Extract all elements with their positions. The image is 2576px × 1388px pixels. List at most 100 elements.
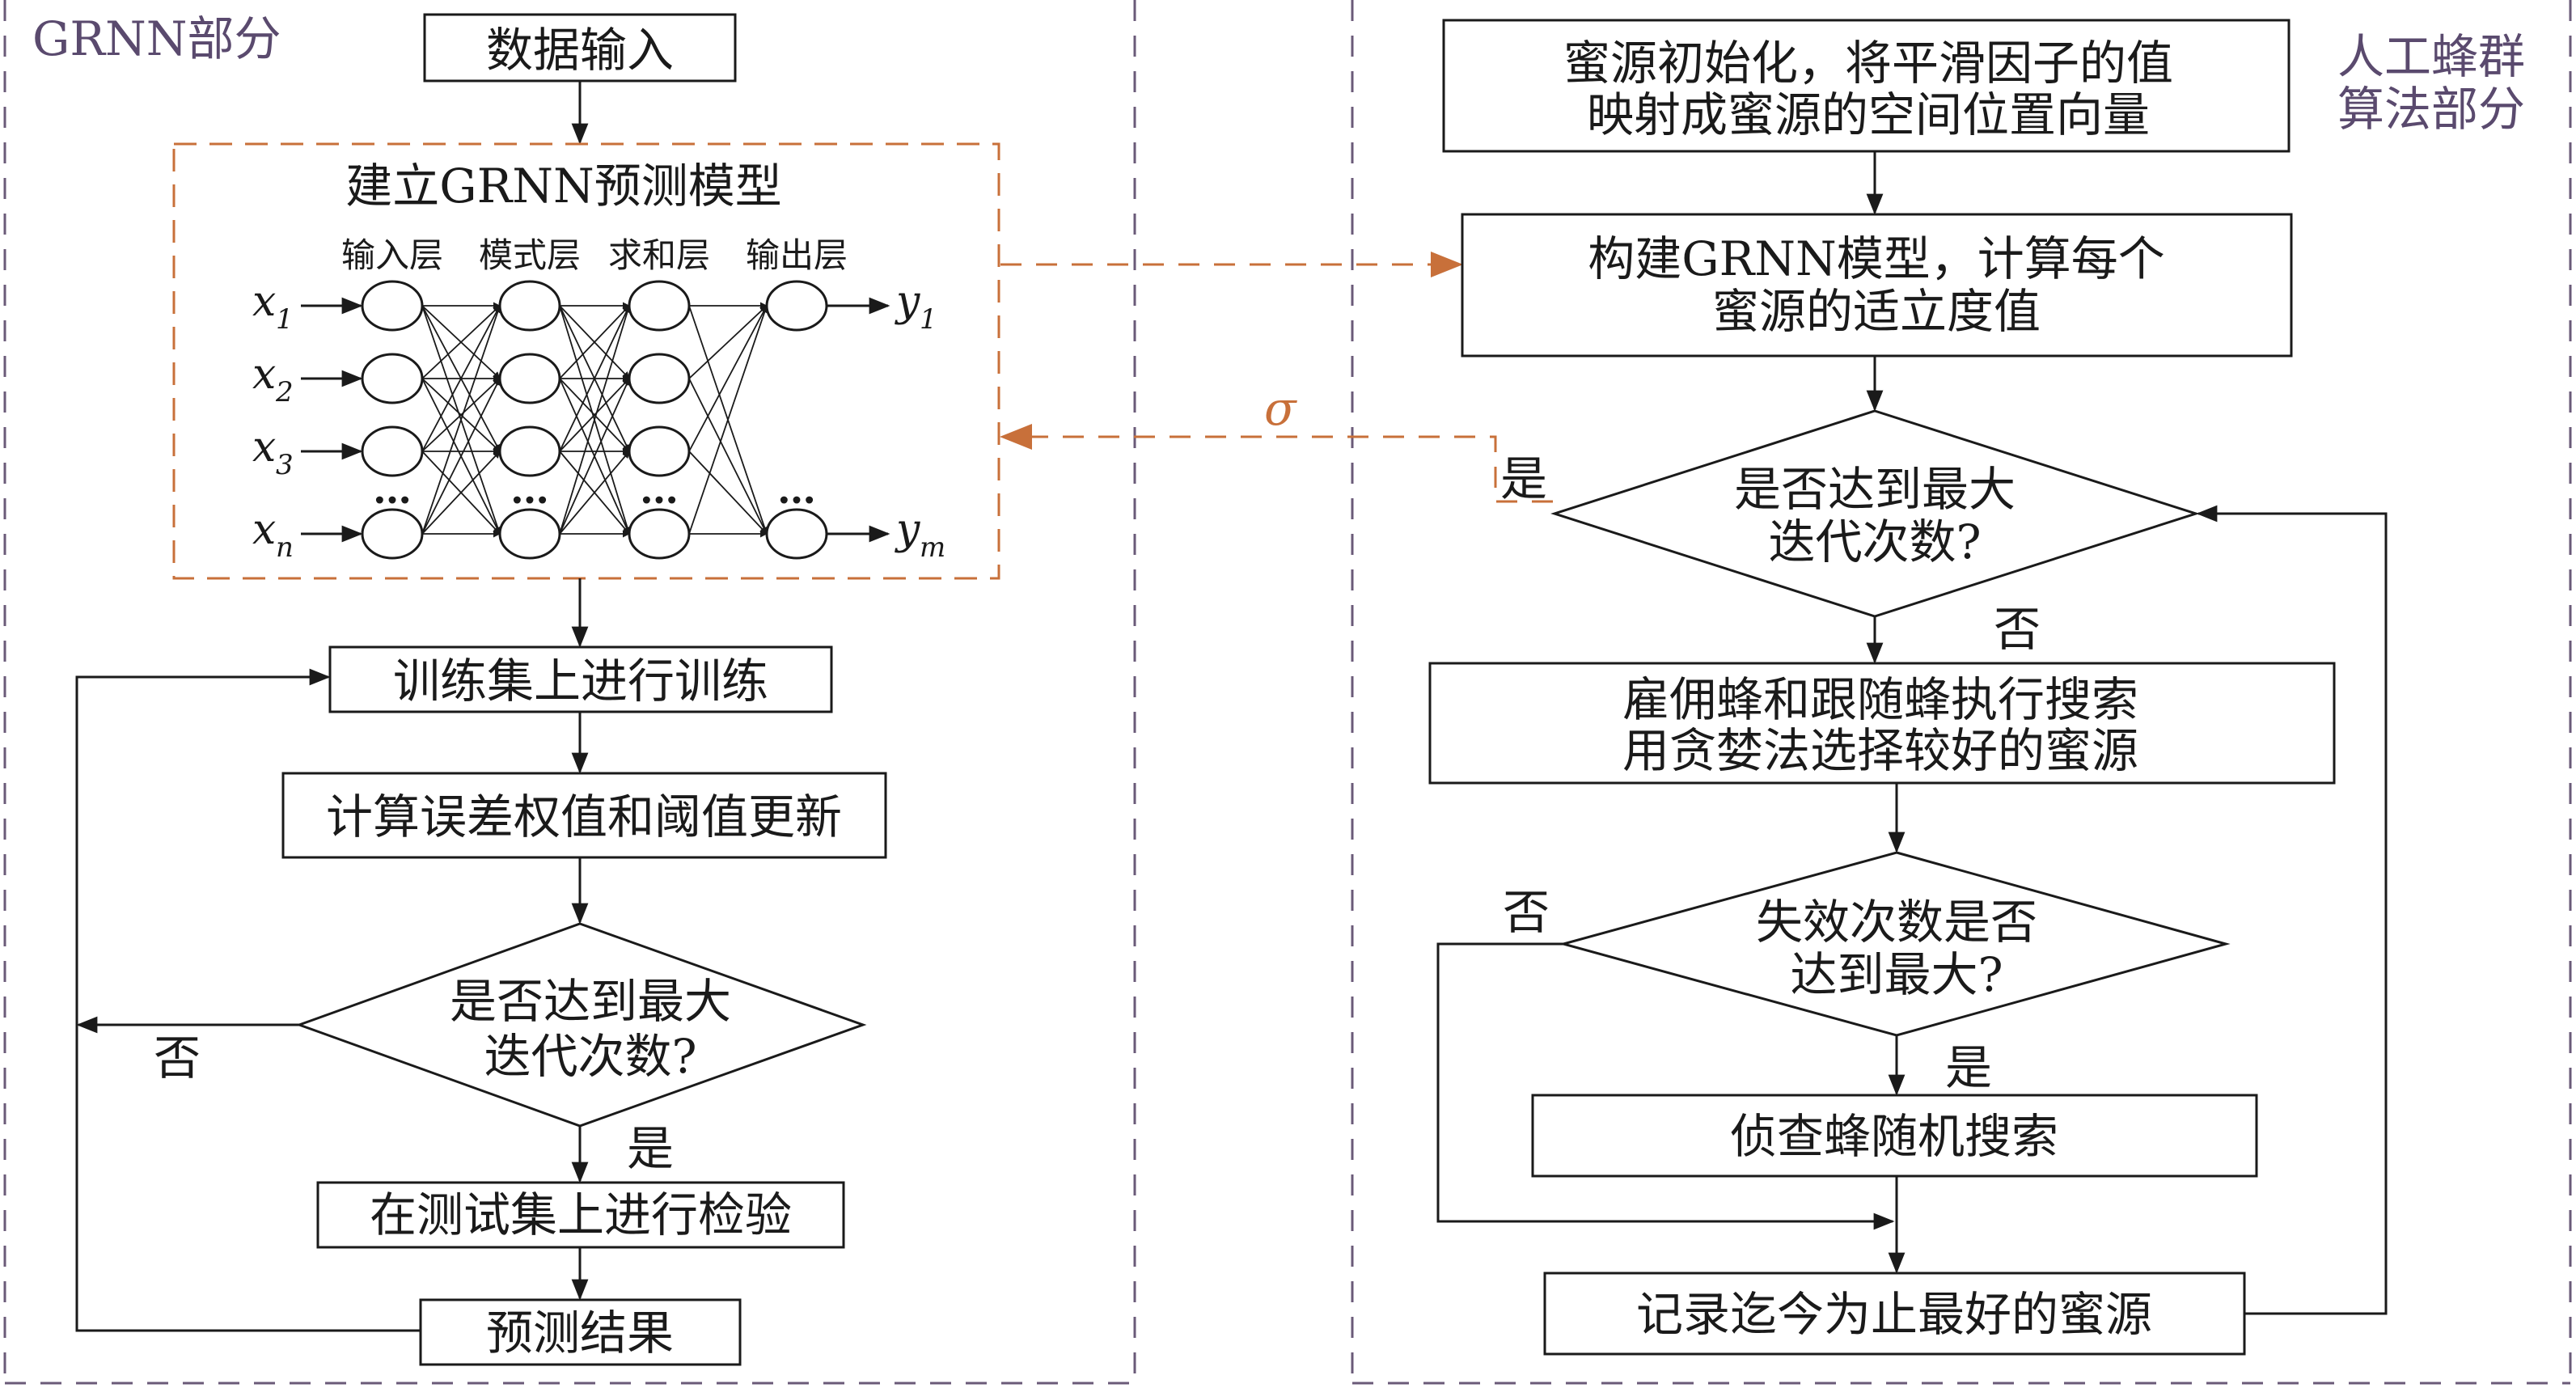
scout-label: 侦查蜂随机搜索	[1730, 1109, 2058, 1164]
fitness-line2: 蜜源的适立度值	[1712, 284, 2041, 339]
test-label: 在测试集上进行检验	[370, 1187, 792, 1242]
train-label: 训练集上进行训练	[393, 654, 768, 709]
output-subscript-m: m	[920, 531, 945, 564]
network-connection	[421, 378, 501, 452]
record-label: 记录迄今为止最好的蜜源	[1636, 1287, 2152, 1342]
ellipsis-mark: …	[640, 468, 679, 513]
network-connection	[559, 305, 631, 535]
network-connection	[688, 305, 768, 535]
update-label: 计算误差权值和阈值更新	[326, 789, 842, 844]
loop-record-to-decision1	[2196, 505, 2388, 1315]
network-connection	[688, 305, 768, 379]
output-subscript-1: 1	[920, 303, 937, 336]
ellipsis-mark: …	[777, 468, 816, 513]
data-input-box	[423, 13, 737, 83]
network-connection	[559, 378, 630, 535]
input-variable-2: x	[252, 350, 276, 399]
abc-decision1-yes: 是	[1500, 451, 1547, 506]
abc-decision2-line2: 达到最大?	[1790, 947, 2003, 1002]
input-variable-n: x	[252, 506, 276, 554]
input-node	[361, 508, 424, 560]
layer-input-label: 输入层	[341, 235, 443, 275]
loop-result-to-train	[75, 668, 421, 1332]
right-section-label-line1: 人工蜂群	[2337, 29, 2525, 84]
abc-decision2-no: 否	[1503, 885, 1550, 940]
input-variable-1: x	[252, 277, 276, 326]
pattern-node	[498, 425, 561, 477]
output-node	[765, 280, 828, 332]
ellipsis-mark: …	[373, 468, 412, 513]
link-decision-to-model	[1000, 424, 1553, 503]
sum-node	[628, 353, 691, 404]
init-box	[1442, 19, 2290, 153]
sum-node	[628, 508, 691, 560]
pattern-node	[498, 280, 561, 332]
update-box	[281, 772, 887, 859]
abc-decision2-line1: 失效次数是否	[1756, 895, 2037, 950]
result-box	[419, 1298, 742, 1366]
grnn-yes-label: 是	[627, 1121, 674, 1176]
grnn-model-box	[172, 142, 1000, 580]
abc-flow: 蜜源初始化，将平滑因子的值 映射成蜜源的空间位置向量 构建GRNN模型，计算每个…	[1428, 19, 2388, 1356]
train-box	[328, 645, 833, 713]
test-box	[316, 1181, 845, 1249]
layer-pattern-label: 模式层	[479, 235, 581, 275]
right-section-label-line2: 算法部分	[2337, 82, 2525, 137]
pattern-node	[498, 508, 561, 560]
search-line1: 雇佣蜂和跟随蜂执行搜索	[1622, 672, 2138, 727]
network-connection	[688, 451, 768, 535]
input-node	[361, 280, 424, 332]
input-subscript-n: n	[276, 531, 294, 564]
grnn-decision-line1: 是否达到最大	[450, 974, 731, 1029]
init-line1: 蜜源初始化，将平滑因子的值	[1563, 36, 2173, 91]
cross-links: σ	[1000, 252, 1553, 503]
abc-decision1-line2: 迭代次数?	[1768, 514, 1981, 569]
input-subscript-2: 2	[275, 376, 294, 408]
scout-box	[1531, 1094, 2258, 1178]
network-connection	[559, 305, 630, 452]
path-decision2-no	[1436, 942, 1895, 1230]
network-connection	[421, 305, 501, 535]
output-variable-m: y	[895, 506, 920, 554]
result-label: 预测结果	[486, 1305, 674, 1360]
grnn-model-title: 建立GRNN预测模型	[345, 159, 782, 214]
input-subscript-1: 1	[276, 303, 294, 336]
grnn-no-label: 否	[154, 1030, 201, 1085]
input-subscript-3: 3	[276, 449, 294, 481]
network-connection	[559, 305, 630, 379]
init-line2: 映射成蜜源的空间位置向量	[1587, 87, 2150, 142]
abc-decision1-line1: 是否达到最大	[1734, 462, 2016, 517]
layer-output-label: 输出层	[746, 235, 848, 275]
network-connection	[559, 378, 630, 452]
data-input-label: 数据输入	[486, 23, 674, 78]
section-borders	[3, 0, 2572, 1388]
abc-decision1-no: 否	[1994, 602, 2041, 657]
network-connection	[559, 451, 630, 535]
sum-node	[628, 425, 691, 477]
fitness-box	[1461, 213, 2293, 358]
network-connection	[688, 305, 768, 452]
input-node	[361, 353, 424, 404]
output-variable-1: y	[895, 277, 920, 326]
abc-decision2-yes: 是	[1945, 1040, 1992, 1095]
network-connection	[421, 378, 501, 535]
left-section-label: GRNN部分	[32, 11, 281, 66]
layer-sum-label: 求和层	[608, 235, 710, 275]
sum-node	[628, 280, 691, 332]
fitness-line1: 构建GRNN模型，计算每个	[1588, 231, 2165, 286]
grnn-decision-line2: 迭代次数?	[484, 1029, 696, 1084]
network-connection	[688, 378, 768, 535]
network-connection	[421, 305, 501, 452]
pattern-node	[498, 353, 561, 404]
search-line2: 用贪婪法选择较好的蜜源	[1622, 723, 2138, 778]
output-node	[765, 508, 828, 560]
network-connection	[421, 451, 501, 535]
input-variable-3: x	[252, 423, 276, 472]
network-connection	[421, 305, 501, 379]
record-box	[1543, 1272, 2246, 1356]
sigma-label: σ	[1264, 381, 1297, 436]
ellipsis-mark: …	[510, 468, 549, 513]
